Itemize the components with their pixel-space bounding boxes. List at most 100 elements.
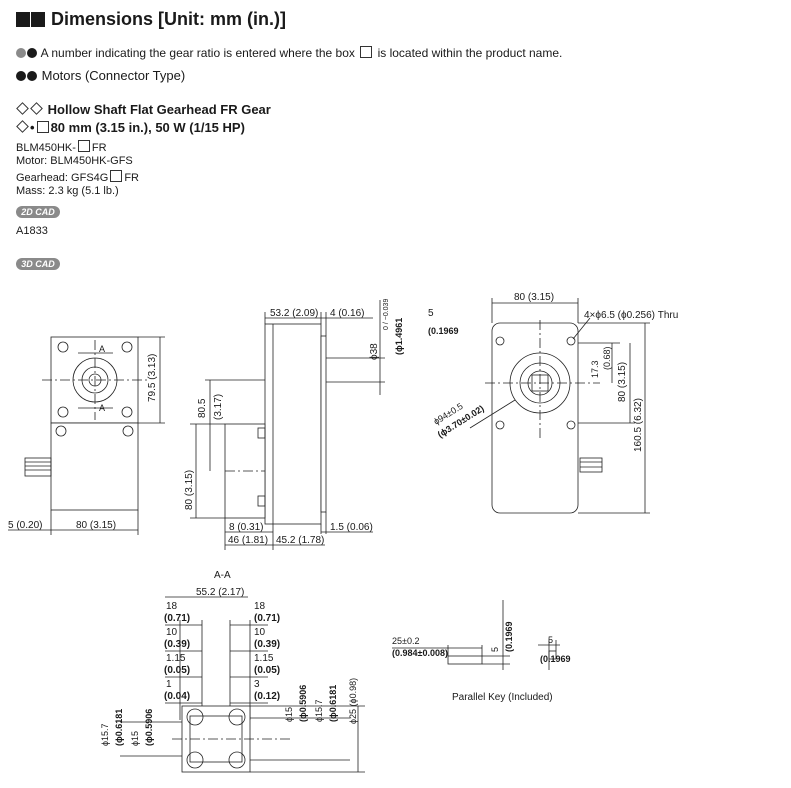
dim-552: 55.2 (2.17) — [196, 587, 244, 598]
dim-38: ϕ38 — [369, 343, 380, 360]
dim-06181-b: (ϕ0.6181 — [328, 685, 338, 722]
gear-a: Gearhead: GFS4G — [16, 172, 109, 184]
model-a: BLM450HK- — [16, 142, 76, 154]
dim-38-in: (ϕ1.4961 — [394, 318, 404, 355]
dim-005-r: (0.05) — [254, 665, 280, 676]
dim-115-l: 1.15 — [166, 653, 186, 664]
mass: Mass: 2.3 kg (5.1 lb.) — [16, 185, 119, 197]
dim-rear-5: 5 — [428, 308, 434, 319]
cad-id: A1833 — [16, 225, 48, 237]
section-heading: Motors (Connector Type) — [16, 68, 185, 83]
dim-004: (0.04) — [164, 691, 190, 702]
black-dot-icon — [27, 71, 37, 81]
subtitle-2-text: 80 mm (3.15 in.), 50 W (1/15 HP) — [50, 120, 245, 135]
ratio-note: A number indicating the gear ratio is en… — [16, 46, 562, 60]
section-title: Motors (Connector Type) — [41, 68, 186, 83]
dim-10-r: 10 — [254, 627, 266, 638]
model-name: BLM450HK- FR — [16, 140, 107, 154]
note-text-b: is located within the product name. — [377, 46, 563, 60]
dim-805-in: (3.17) — [213, 394, 224, 420]
dim-8: 8 (0.31) — [229, 522, 263, 533]
subtitle-1-text: Hollow Shaft Flat Gearhead FR Gear — [47, 102, 271, 117]
dim-15-b: ϕ15 — [284, 707, 294, 722]
dim-805: 80.5 — [197, 398, 208, 418]
dim-1: 1 — [166, 679, 172, 690]
gray-dot-icon — [16, 48, 26, 58]
black-dot-icon — [16, 71, 26, 81]
front-view — [8, 336, 165, 535]
key-dim-5-in-a: (0.1969 — [504, 621, 514, 652]
dim-115-r: 1.15 — [254, 653, 274, 664]
section-aa-title: A-A — [214, 570, 231, 581]
dim-front-5: 5 (0.20) — [8, 520, 42, 531]
hole-callout: 4×ϕ6.5 (ϕ0.256) Thru — [584, 310, 678, 321]
dim-side-80: 80 (3.15) — [184, 470, 195, 510]
dim-06181-a: (ϕ0.6181 — [114, 709, 124, 746]
square-bullet-icon — [16, 12, 30, 27]
cad-3d-badge[interactable]: 3D CAD — [16, 258, 60, 270]
diamond-icon — [16, 120, 29, 133]
tol-38: 0 / −0.039 — [383, 299, 390, 330]
section-aa-view — [120, 596, 365, 773]
box-icon — [110, 170, 123, 182]
product-subtitle-2: •80 mm (3.15 in.), 50 W (1/15 HP) — [16, 120, 245, 135]
parallel-key-label: Parallel Key (Included) — [452, 692, 553, 703]
motor-name: Motor: BLM450HK-GFS — [16, 155, 133, 167]
title-text: Dimensions [Unit: mm (in.)] — [51, 9, 287, 29]
dim-157-b: ϕ15.7 — [314, 699, 324, 722]
dim-005-l: (0.05) — [164, 665, 190, 676]
note-text-a: A number indicating the gear ratio is en… — [40, 46, 355, 60]
diamond-icon — [30, 102, 43, 115]
dim-18-l: 18 — [166, 601, 178, 612]
rear-view — [469, 298, 650, 514]
dim-rear-80v: 80 (3.15) — [617, 362, 628, 402]
box-icon — [36, 121, 49, 133]
key-dim-25-in: (0.984±0.008) — [392, 648, 448, 658]
dim-4: 4 (0.16) — [330, 308, 364, 319]
dim-46: 46 (1.81) — [228, 535, 268, 546]
key-dim-5-b: 5 — [548, 635, 553, 645]
dim-rear-80: 80 (3.15) — [514, 292, 554, 303]
key-dim-25: 25±0.2 — [392, 636, 419, 646]
dim-15: 1.5 (0.06) — [330, 522, 373, 533]
model-b: FR — [91, 142, 107, 154]
box-icon — [360, 46, 373, 58]
dim-071-l: (0.71) — [164, 613, 190, 624]
dim-071-r: (0.71) — [254, 613, 280, 624]
dim-05906-b: (ϕ0.5906 — [298, 685, 308, 722]
cad-2d-badge[interactable]: 2D CAD — [16, 206, 60, 218]
square-bullet-icon — [31, 12, 45, 27]
product-subtitle-1: Hollow Shaft Flat Gearhead FR Gear — [16, 102, 271, 117]
dim-79: 79.5 (3.13) — [147, 354, 158, 402]
dim-039-l: (0.39) — [164, 639, 190, 650]
side-view — [190, 300, 385, 550]
section-marker-a: A — [99, 344, 105, 354]
section-marker-a-2: A — [99, 403, 105, 413]
black-dot-icon — [27, 48, 37, 58]
page-title: Dimensions [Unit: mm (in.)] — [16, 9, 286, 30]
dim-front-80: 80 (3.15) — [76, 520, 116, 531]
dimension-drawing: A A 79.5 (3.13) 5 (0.20) 80 (3.15) 53.2 … — [8, 292, 678, 773]
dim-15-a: ϕ15 — [130, 731, 140, 746]
dim-173: 17.3 — [590, 360, 600, 378]
gear-b: FR — [124, 172, 139, 184]
diamond-icon — [16, 102, 29, 115]
dim-1605: 160.5 (6.32) — [633, 398, 644, 452]
dim-157-a: ϕ15.7 — [100, 723, 110, 746]
dim-068: (0.68) — [602, 346, 612, 370]
dim-039-r: (0.39) — [254, 639, 280, 650]
dim-25: ϕ25 (ϕ0.98) — [348, 678, 358, 724]
dim-012: (0.12) — [254, 691, 280, 702]
dim-452: 45.2 (1.78) — [276, 535, 324, 546]
box-icon — [77, 140, 90, 152]
dim-18-r: 18 — [254, 601, 266, 612]
key-dim-5-a: 5 — [490, 647, 500, 652]
dim-05906-a: (ϕ0.5906 — [144, 709, 154, 746]
key-dim-5-in-b: (0.1969 — [540, 654, 571, 664]
gearhead-name: Gearhead: GFS4G FR — [16, 170, 139, 184]
parallel-key — [392, 600, 560, 670]
dim-10-l: 10 — [166, 627, 178, 638]
dim-532: 53.2 (2.09) — [270, 308, 318, 319]
dim-3: 3 — [254, 679, 260, 690]
dim-rear-5-in: (0.1969 — [428, 326, 459, 336]
